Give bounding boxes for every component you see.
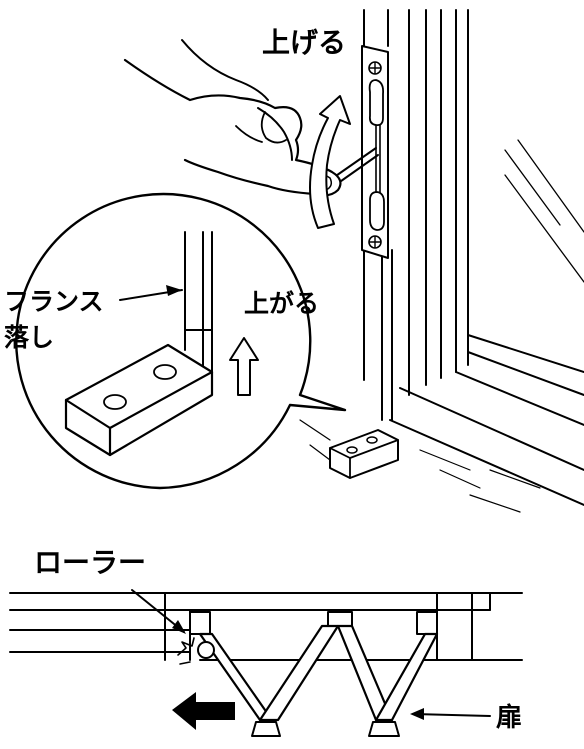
hand-icon xyxy=(123,39,342,197)
door-frame-illustration xyxy=(299,9,584,513)
door-label: 扉 xyxy=(496,703,522,733)
floor-keeper xyxy=(329,429,399,479)
flush-bolt-plate xyxy=(361,45,389,259)
flange-label-line1: フランス xyxy=(4,287,104,316)
rail-diagram xyxy=(9,589,523,737)
raise-label: 上げる xyxy=(262,26,346,59)
rises-label: 上がる xyxy=(244,289,319,318)
flange-label-line2: 落し xyxy=(4,323,54,352)
roller-wheel-icon xyxy=(177,637,215,665)
slide-left-arrow-icon xyxy=(172,692,235,730)
roller-label: ローラー xyxy=(34,546,146,579)
magnified-detail xyxy=(15,192,347,490)
bolt-lever xyxy=(329,147,379,187)
raise-arrow-icon xyxy=(309,95,351,229)
rises-arrow-icon xyxy=(229,337,259,396)
